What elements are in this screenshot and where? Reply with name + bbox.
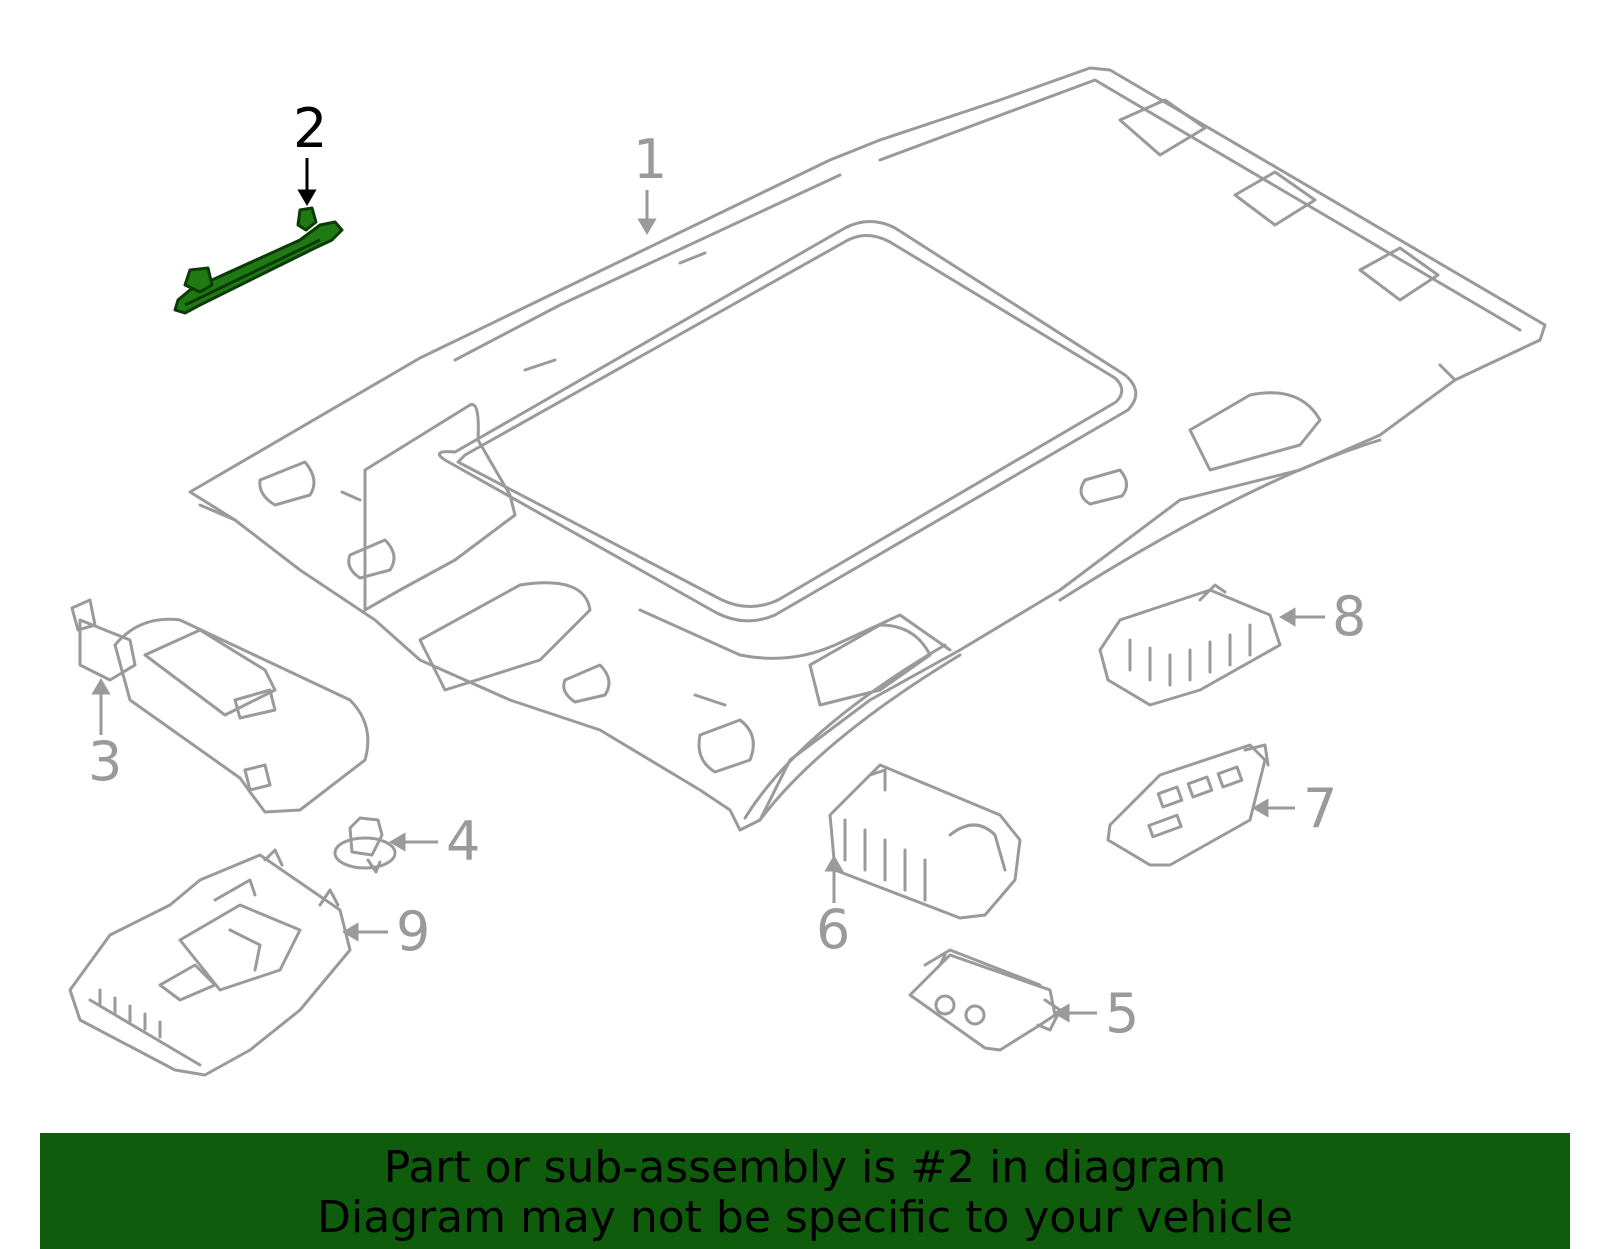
callout-7: 7 [1303, 777, 1338, 840]
callout-9: 9 [396, 900, 431, 963]
leader-arrow-3 [91, 678, 111, 735]
leader-arrow-2 [297, 158, 317, 206]
leader-arrow-8 [1279, 607, 1325, 627]
leader-arrow-5 [1053, 1003, 1097, 1023]
lamp-part [908, 948, 1062, 1052]
info-banner: Part or sub-assembly is #2 in diagram Di… [40, 1133, 1570, 1249]
callout-8: 8 [1332, 585, 1367, 648]
grab-handle-part-highlighted [173, 206, 344, 315]
banner-line-1: Part or sub-assembly is #2 in diagram [383, 1142, 1227, 1193]
leader-arrow-6 [824, 855, 844, 903]
overhead-console-part [68, 848, 352, 1077]
sun-visor-part [70, 598, 370, 814]
switch-panel-part [1106, 743, 1270, 867]
callout-3: 3 [88, 730, 123, 793]
leader-arrow-1 [637, 190, 657, 235]
headliner-part [188, 66, 1547, 832]
callout-2: 2 [293, 97, 328, 160]
callout-4: 4 [446, 810, 481, 873]
clip-part [333, 816, 397, 874]
callout-1: 1 [633, 128, 668, 191]
callout-5: 5 [1105, 982, 1140, 1045]
callout-6: 6 [816, 898, 851, 961]
storage-box-part [828, 763, 1022, 920]
leader-arrow-9 [342, 922, 388, 942]
leader-arrow-4 [389, 832, 438, 852]
dome-lamp-part [1098, 583, 1282, 707]
leader-arrow-7 [1252, 798, 1295, 818]
banner-line-2: Diagram may not be specific to your vehi… [317, 1192, 1293, 1243]
